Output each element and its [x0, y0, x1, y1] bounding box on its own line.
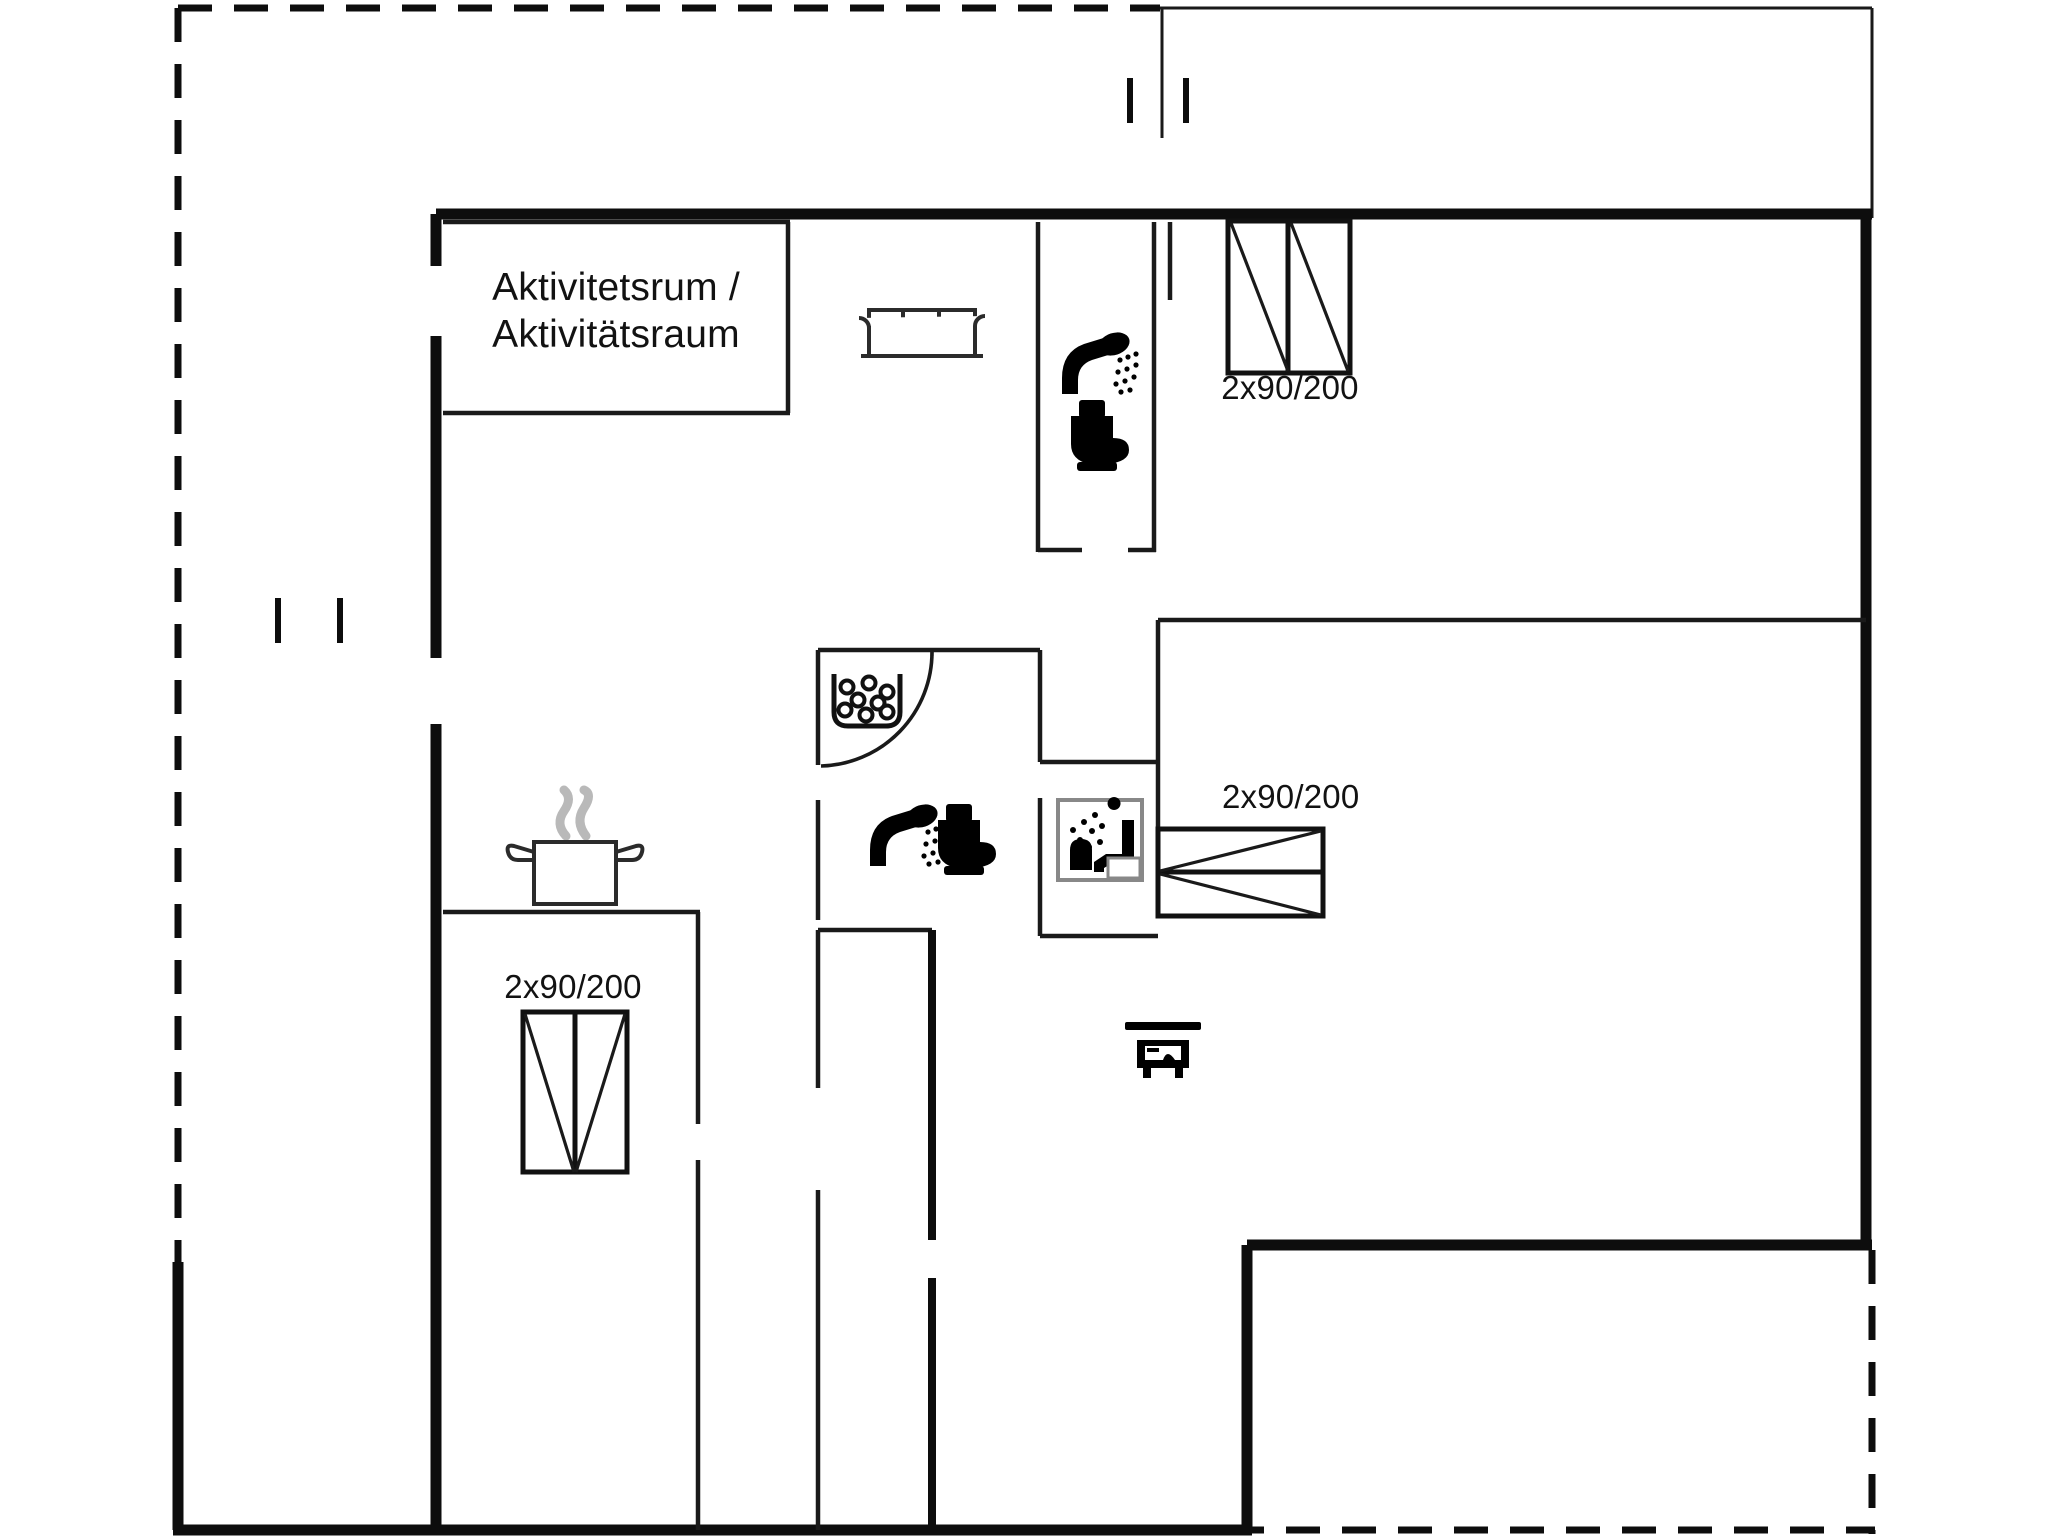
building-envelope [430, 208, 1872, 1536]
sofa-arms [858, 314, 986, 358]
bed-pillow [1163, 1054, 1175, 1060]
room-label-line-1: Aktivitetsrum / [492, 266, 740, 309]
sauna-icon [1056, 797, 1144, 882]
double-door-bottom-left[interactable]: 2x90/200 [504, 968, 641, 1175]
toilet-bowl [1071, 416, 1129, 464]
whirlpool-icon [831, 674, 903, 729]
pot-body [532, 840, 618, 906]
bathroom-door-arc[interactable] [820, 651, 934, 768]
bottom-left-door-diagonal-1 [523, 1013, 576, 1173]
sauna-person-head [1107, 797, 1121, 810]
sliding-door-top-right[interactable]: 2x90/200 [1221, 218, 1358, 406]
steam-curl-1 [555, 785, 573, 841]
property-outline [172, 4, 1876, 1536]
room-label-line-2: Aktivitätsraum [492, 313, 740, 356]
door-swing-arc [820, 651, 934, 768]
double-door-mid-right[interactable]: 2x90/200 [1155, 778, 1359, 919]
shower-head-lower [906, 804, 938, 828]
toilet-base [1077, 462, 1117, 471]
room-label-activity-room: Aktivitetsrum / Aktivitätsraum [492, 266, 740, 356]
toilet-icon [1071, 400, 1129, 471]
sliding-door-diagonal-2 [1289, 222, 1350, 372]
mid-right-door-diagonal-1 [1159, 829, 1322, 873]
shower-icon [1062, 332, 1139, 395]
interior-walls [443, 219, 1866, 1530]
cooking-pot-icon [505, 785, 645, 906]
sauna-steam-dots [1070, 812, 1105, 850]
toilet-cistern-lower [946, 804, 972, 822]
bed-linen-line [1147, 1048, 1159, 1052]
dimension-door-bottom-left: 2x90/200 [504, 968, 641, 1005]
bottom-left-door-diagonal-2 [574, 1013, 627, 1173]
bed-icon [1125, 1022, 1201, 1078]
toilet-icon [938, 804, 996, 875]
shower-spray [1113, 351, 1139, 395]
shower-head [1098, 332, 1130, 356]
sliding-door-diagonal-1 [1229, 222, 1290, 372]
sauna-bench [1106, 856, 1142, 880]
toilet-cistern [1079, 400, 1105, 418]
mid-right-door-diagonal-2 [1159, 872, 1322, 917]
pot-handle-right [614, 843, 645, 862]
toilet-bowl-lower [938, 820, 996, 868]
sofa-icon [858, 308, 986, 358]
terrace-outline [1160, 6, 1874, 218]
dimension-door-mid-right: 2x90/200 [1222, 778, 1359, 815]
terrace-markers [275, 78, 1189, 643]
steam-curl-2 [575, 785, 593, 841]
bed-headboard [1125, 1022, 1201, 1030]
sauna-stove [1070, 839, 1092, 870]
shower-icon [870, 804, 947, 867]
dimension-door-top-right: 2x90/200 [1221, 369, 1358, 406]
toilet-base-lower [944, 866, 984, 875]
pot-handle-left [505, 843, 536, 862]
whirlpool-bubbles [836, 674, 896, 724]
